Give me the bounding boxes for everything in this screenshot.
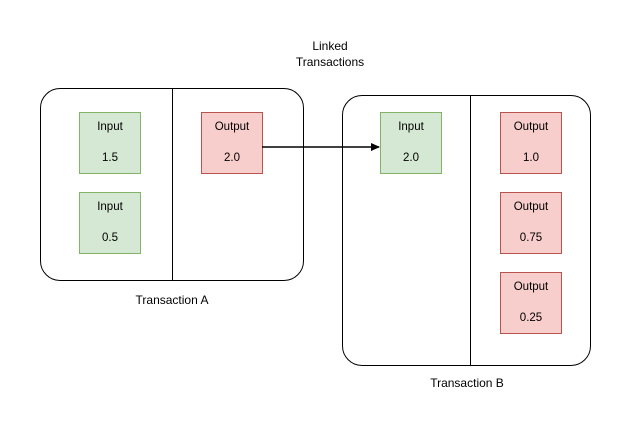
- transaction-b-output-1-title: Output: [513, 201, 549, 213]
- transaction-b-output-2[interactable]: Output 0.25: [500, 272, 562, 334]
- transaction-b-output-1-value: 0.75: [519, 232, 543, 244]
- transaction-a-output-0-title: Output: [214, 121, 250, 133]
- diagram-title: Linked Transactions: [295, 39, 365, 69]
- transaction-a-input-0-value: 1.5: [102, 152, 118, 164]
- transaction-b-output-0-value: 1.0: [523, 152, 539, 164]
- transaction-b-output-1[interactable]: Output 0.75: [500, 192, 562, 254]
- transaction-b-input-0[interactable]: Input 2.0: [380, 112, 442, 174]
- transaction-b-divider: [470, 95, 471, 366]
- transaction-b-output-0[interactable]: Output 1.0: [500, 112, 562, 174]
- transaction-a-divider: [172, 88, 173, 281]
- transaction-b-output-2-value: 0.25: [519, 312, 543, 324]
- transaction-b-output-2-title: Output: [513, 281, 549, 293]
- transaction-a-output-0[interactable]: Output 2.0: [201, 112, 263, 174]
- transaction-b-output-0-title: Output: [513, 121, 549, 133]
- transaction-a-output-0-value: 2.0: [224, 152, 240, 164]
- transaction-b-label: Transaction B: [430, 376, 504, 390]
- transaction-a-input-0-title: Input: [97, 121, 123, 133]
- transaction-a-input-1-title: Input: [97, 201, 123, 213]
- transaction-b-container[interactable]: [342, 95, 591, 366]
- transaction-b-input-0-value: 2.0: [403, 152, 419, 164]
- transaction-a-input-1[interactable]: Input 0.5: [79, 192, 141, 254]
- transaction-b-input-0-title: Input: [398, 121, 424, 133]
- transaction-a-label: Transaction A: [135, 293, 209, 307]
- transaction-a-input-0[interactable]: Input 1.5: [79, 112, 141, 174]
- transaction-a-input-1-value: 0.5: [102, 232, 118, 244]
